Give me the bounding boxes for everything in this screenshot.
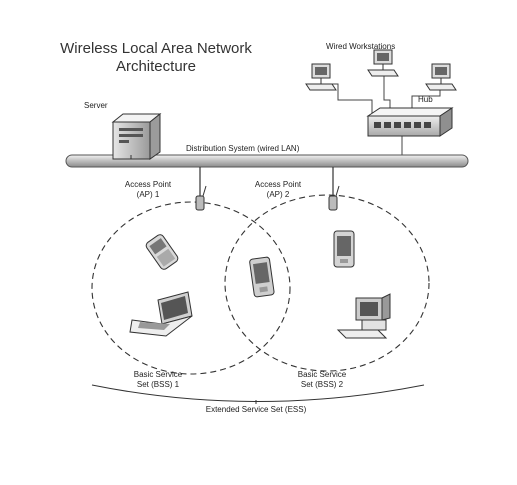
ap1-label-line2: (AP) 1 xyxy=(136,190,160,199)
workstation-icon xyxy=(425,63,457,91)
ap2-label-line2: (AP) 2 xyxy=(266,190,290,199)
pda-icon xyxy=(333,230,355,268)
bss1-coverage xyxy=(91,201,291,375)
desktop-computer-icon xyxy=(336,293,391,339)
hub-label: Hub xyxy=(418,95,433,104)
hub-icon xyxy=(366,107,454,137)
server-label: Server xyxy=(84,101,108,110)
laptop-icon xyxy=(129,291,193,337)
ap1-label-line1: Access Point xyxy=(124,180,172,189)
diagram-title-line2: Architecture xyxy=(115,58,197,75)
pda-icon xyxy=(249,256,275,298)
workstation-icon xyxy=(305,63,337,91)
diagram-title-line1: Wireless Local Area Network xyxy=(60,40,252,57)
access-point-icon xyxy=(328,167,340,211)
bss1-label-line1: Basic Service xyxy=(133,370,183,379)
bss2-label-line1: Basic Service xyxy=(297,370,347,379)
distribution-system-bus xyxy=(65,154,469,168)
wired-workstations-label: Wired Workstations xyxy=(326,42,396,51)
access-point-icon xyxy=(195,167,207,211)
bss2-coverage xyxy=(224,194,430,372)
bss1-label-line2: Set (BSS) 1 xyxy=(136,380,180,389)
bss2-label-line2: Set (BSS) 2 xyxy=(300,380,344,389)
ess-bracket xyxy=(91,384,425,402)
cellphone-icon xyxy=(145,234,179,270)
server-icon xyxy=(111,112,162,160)
distribution-system-label: Distribution System (wired LAN) xyxy=(186,144,300,153)
workstation-icon xyxy=(367,49,399,77)
ap2-label-line1: Access Point xyxy=(254,180,302,189)
ess-label: Extended Service Set (ESS) xyxy=(205,405,307,414)
